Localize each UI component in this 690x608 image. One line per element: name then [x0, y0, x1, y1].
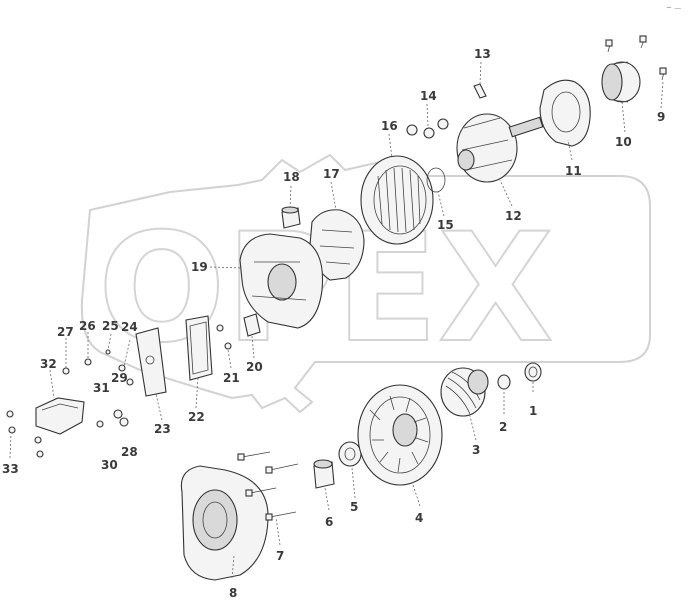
part-label-17: 17: [323, 167, 340, 181]
part-label-21: 21: [223, 371, 240, 385]
part-label-23: 23: [154, 422, 171, 436]
part-label-1: 1: [529, 404, 537, 418]
part-label-14: 14: [420, 89, 437, 103]
part-label-26: 26: [79, 319, 96, 333]
end-housing-part: [239, 233, 324, 329]
part-label-30: 30: [101, 458, 118, 472]
part-label-16: 16: [381, 119, 398, 133]
regulator-plate-part: [135, 327, 167, 397]
part-label-25: 25: [102, 319, 119, 333]
spacer-part: [601, 61, 641, 103]
corner-mark: ~ —: [666, 4, 681, 12]
part-label-4: 4: [415, 511, 423, 525]
end-cap-part: [35, 397, 85, 435]
part-label-18: 18: [283, 170, 300, 184]
part-label-5: 5: [350, 500, 358, 514]
leader-lines: [9, 61, 664, 546]
part-label-31: 31: [93, 381, 110, 395]
part-label-3: 3: [472, 443, 480, 457]
part-label-29: 29: [111, 371, 128, 385]
part-label-22: 22: [188, 410, 205, 424]
bushing-part: [313, 459, 335, 489]
pulley-part: [440, 367, 489, 417]
stator-part: [360, 155, 434, 245]
part-label-32: 32: [40, 357, 57, 371]
rear-housing-part: [180, 465, 269, 581]
part-label-28: 28: [121, 445, 138, 459]
part-label-7: 7: [276, 549, 284, 563]
part-label-13: 13: [474, 47, 491, 61]
part-label-11: 11: [565, 164, 582, 178]
bolts-part: [237, 451, 299, 521]
front-plate-part: [539, 79, 591, 147]
part-label-27: 27: [57, 325, 74, 339]
part-label-10: 10: [615, 135, 632, 149]
small-bracket-part: [243, 313, 261, 337]
small-nuts-part: [406, 118, 449, 139]
part-label-2: 2: [499, 420, 507, 434]
pulley-nut-part: [497, 362, 542, 390]
part-label-9: 9: [657, 110, 665, 124]
screws-part: [605, 35, 667, 81]
o-ring-part: [426, 167, 446, 193]
part-label-19: 19: [191, 260, 208, 274]
fan-part: [357, 384, 443, 486]
washer-part: [338, 441, 362, 467]
part-label-12: 12: [505, 209, 522, 223]
part-label-8: 8: [229, 586, 237, 600]
part-label-20: 20: [246, 360, 263, 374]
cover-plate-part: [185, 315, 213, 381]
part-label-33: 33: [2, 462, 19, 476]
part-number-labels: 1 2 3 4 5 6 7 8 9 10 11 12 13 14 15 16 1…: [2, 47, 665, 600]
key-part: [473, 83, 487, 99]
part-label-15: 15: [437, 218, 454, 232]
small-bushing-part: [281, 206, 301, 229]
part-label-24: 24: [121, 320, 138, 334]
rotor-part: [456, 113, 544, 183]
part-label-6: 6: [325, 515, 333, 529]
nuts-part: [216, 324, 232, 350]
